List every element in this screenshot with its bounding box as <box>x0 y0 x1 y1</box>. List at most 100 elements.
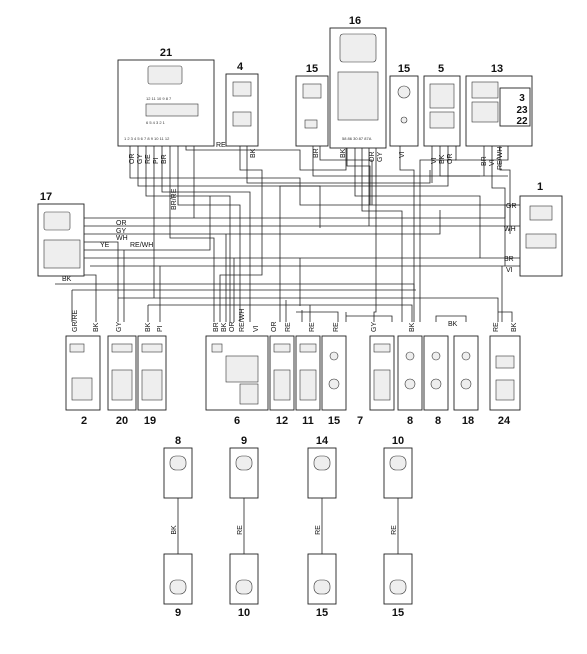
wire-label: WH <box>116 235 128 242</box>
connector-8-a: 8 <box>397 335 423 427</box>
lug-pair-4: 10 RE 15 <box>383 435 413 619</box>
c13-display-2: 23 <box>516 105 528 116</box>
svg-text:1 2 3 4 5 6 7 8 9 10 11 12: 1 2 3 4 5 6 7 8 9 10 11 12 <box>124 136 170 141</box>
wire-label: GR/RE <box>72 310 79 333</box>
connector-12: 12 <box>269 335 295 427</box>
connector-17-number: 17 <box>40 191 52 203</box>
wire-label: BR <box>161 154 168 164</box>
wire-label: RE <box>216 142 226 149</box>
connector-19-number: 19 <box>144 415 156 427</box>
lug-pair-2-bottom: 10 <box>238 607 250 619</box>
wire-label: GY <box>116 322 123 332</box>
wire-label: BK <box>511 322 518 332</box>
c13-display-1: 3 <box>519 93 525 104</box>
connector-11: 11 <box>295 335 321 427</box>
connector-20: 20 <box>107 335 137 427</box>
connector-13-number: 13 <box>491 63 503 75</box>
wire-label: BR <box>313 148 320 158</box>
connector-15-top-number: 15 <box>306 63 318 75</box>
connector-7-number: 7 <box>357 415 363 427</box>
lug-pair-2: 9 RE 10 <box>229 435 259 619</box>
connector-11-number: 11 <box>302 415 314 427</box>
connector-18-number: 18 <box>462 415 474 427</box>
connector-17: 17 <box>37 191 85 277</box>
wire-label: GR <box>506 203 517 210</box>
connector-16: 16 58 86 30 87 87A <box>329 15 387 149</box>
connector-18: 18 <box>453 335 479 427</box>
connector-15-top: 15 <box>295 63 329 147</box>
wire-label: VI <box>506 267 513 274</box>
lug-pair-1-wire: BK <box>171 525 178 535</box>
wire-label: VI <box>399 151 406 158</box>
connector-15-top-right: 15 <box>389 63 419 147</box>
wire-label: RE <box>309 322 316 332</box>
svg-text:58 86 30 87 87A: 58 86 30 87 87A <box>342 136 372 141</box>
lug-pair-3-top: 14 <box>316 435 329 447</box>
svg-text:12 11 10 9 8 7: 12 11 10 9 8 7 <box>146 96 172 101</box>
wire-label: VI <box>431 157 438 164</box>
connector-13: 13 3 23 22 <box>465 63 533 147</box>
wire-label: BK <box>409 322 416 332</box>
connector-19: 19 <box>137 335 167 427</box>
svg-text:6 5 4 3 2 1: 6 5 4 3 2 1 <box>146 120 166 125</box>
connector-8-b: 8 <box>423 335 449 427</box>
connector-4-number: 4 <box>237 61 244 73</box>
connector-8b-number: 8 <box>435 415 441 427</box>
wire-label: GY <box>116 228 126 235</box>
wire-label: OR <box>369 152 376 163</box>
lug-pair-3-wire: RE <box>315 525 322 535</box>
wire-label: RE <box>333 322 340 332</box>
connector-21-number: 21 <box>160 47 172 59</box>
connector-2: 2 <box>65 335 101 427</box>
wire-label: BK <box>145 322 152 332</box>
wire-label: BR <box>213 322 220 332</box>
connector-20-number: 20 <box>116 415 128 427</box>
lug-pair-1: 8 BK 9 <box>163 435 193 619</box>
lug-pair-4-top: 10 <box>392 435 404 447</box>
wire-label: OR <box>447 154 454 165</box>
connector-5: 5 <box>423 63 461 147</box>
lug-pair-4-wire: RE <box>391 525 398 535</box>
wire-label: RE/WH <box>239 309 246 332</box>
wire-label: OR <box>271 322 278 333</box>
connector-1-number: 1 <box>537 181 543 193</box>
lug-pair-2-wire: RE <box>237 525 244 535</box>
wire-label: BR/RE <box>171 188 178 210</box>
wire-label: GY <box>377 152 384 162</box>
wire-label: BR <box>504 256 514 263</box>
connector-8a-number: 8 <box>407 415 413 427</box>
wire-label: VI <box>489 159 496 166</box>
connector-7: 7 <box>357 335 395 427</box>
lug-pair-1-bottom: 9 <box>175 607 181 619</box>
connector-1: 1 <box>519 181 563 277</box>
lug-pair-1-top: 8 <box>175 435 181 447</box>
wire-label: BK <box>221 322 228 332</box>
connector-6: 6 <box>205 335 269 427</box>
connector-2-number: 2 <box>81 415 87 427</box>
connector-5-number: 5 <box>438 63 444 75</box>
wire-label: BK <box>250 148 257 158</box>
connector-12-number: 12 <box>276 415 288 427</box>
connector-24: 24 <box>489 335 521 427</box>
connector-15-bottom-number: 15 <box>328 415 340 427</box>
connector-6-number: 6 <box>234 415 240 427</box>
wire-label: PI <box>153 157 160 164</box>
wire-label: BK <box>439 154 446 164</box>
wire-label: BK <box>448 321 458 328</box>
connector-4: 4 <box>225 61 259 147</box>
connector-16-number: 16 <box>349 15 361 27</box>
wire-color-labels: RE BK BR BK VI OR GY RE PI BR BR/RE VI B… <box>62 142 518 332</box>
wire-label: RE/WH <box>130 242 153 249</box>
wire-label: RE <box>145 154 152 164</box>
lug-pair-2-top: 9 <box>241 435 247 447</box>
c13-display-3: 22 <box>516 116 528 127</box>
wire-harness <box>55 145 520 322</box>
wire-label: VI <box>253 325 260 332</box>
wire-label: RE <box>285 322 292 332</box>
wire-label: OR <box>116 220 127 227</box>
connector-15-topright-number: 15 <box>398 63 410 75</box>
wire-label: BK <box>340 148 347 158</box>
connector-24-number: 24 <box>498 415 511 427</box>
wire-label: GY <box>137 154 144 164</box>
